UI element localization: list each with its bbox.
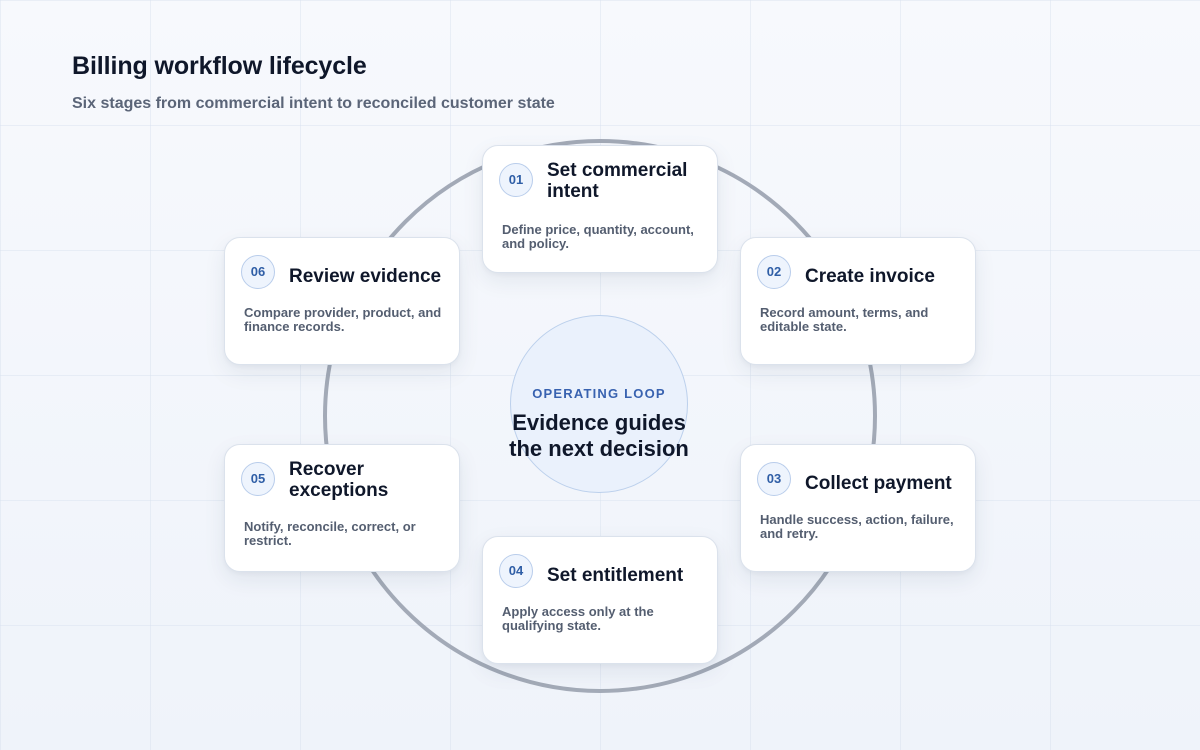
stage-description: Notify, reconcile, correct, or restrict.	[244, 519, 416, 548]
operating-loop-hub: OPERATING LOOP Evidence guides the next …	[509, 315, 689, 493]
hub-line-1: Evidence guides	[512, 410, 686, 435]
stage-number-badge: 04	[499, 554, 533, 588]
stage-number-badge: 02	[757, 255, 791, 289]
stage-description: Compare provider, product, and finance r…	[244, 305, 442, 334]
stage-number-badge: 05	[241, 462, 275, 496]
stage-title: Set commercial intent	[547, 160, 688, 202]
stage-card-set-commercial-intent[interactable]: 01 Set commercial intent Define price, q…	[482, 145, 718, 273]
stage-description: Record amount, terms, and editable state…	[760, 305, 929, 334]
hub-line-2: the next decision	[509, 436, 689, 461]
stage-number-badge: 01	[499, 163, 533, 197]
stage-title: Create invoice	[805, 266, 935, 287]
stage-description: Define price, quantity, account, and pol…	[502, 222, 694, 251]
stage-description: Handle success, action, failure, and ret…	[760, 512, 954, 541]
diagram-subtitle: Six stages from commercial intent to rec…	[72, 95, 555, 112]
stage-card-collect-payment[interactable]: 03 Collect payment Handle success, actio…	[740, 444, 976, 572]
stage-number-badge: 03	[757, 462, 791, 496]
stage-card-create-invoice[interactable]: 02 Create invoice Record amount, terms, …	[740, 237, 976, 365]
stage-title: Review evidence	[289, 266, 442, 287]
stage-card-review-evidence[interactable]: 06 Review evidence Compare provider, pro…	[224, 237, 460, 365]
stage-title: Recover exceptions	[289, 459, 389, 501]
stage-card-set-entitlement[interactable]: 04 Set entitlement Apply access only at …	[482, 536, 718, 664]
lifecycle-ring-path	[323, 139, 877, 693]
stage-number-badge: 06	[241, 255, 275, 289]
hub-eyebrow: OPERATING LOOP	[532, 386, 666, 401]
stage-card-recover-exceptions[interactable]: 05 Recover exceptions Notify, reconcile,…	[224, 444, 460, 572]
diagram-title: Billing workflow lifecycle	[72, 52, 367, 80]
stage-title: Collect payment	[805, 473, 952, 494]
stage-description: Apply access only at the qualifying stat…	[502, 604, 654, 633]
stage-title: Set entitlement	[547, 565, 684, 586]
hub-statement: Evidence guides the next decision	[501, 410, 697, 462]
